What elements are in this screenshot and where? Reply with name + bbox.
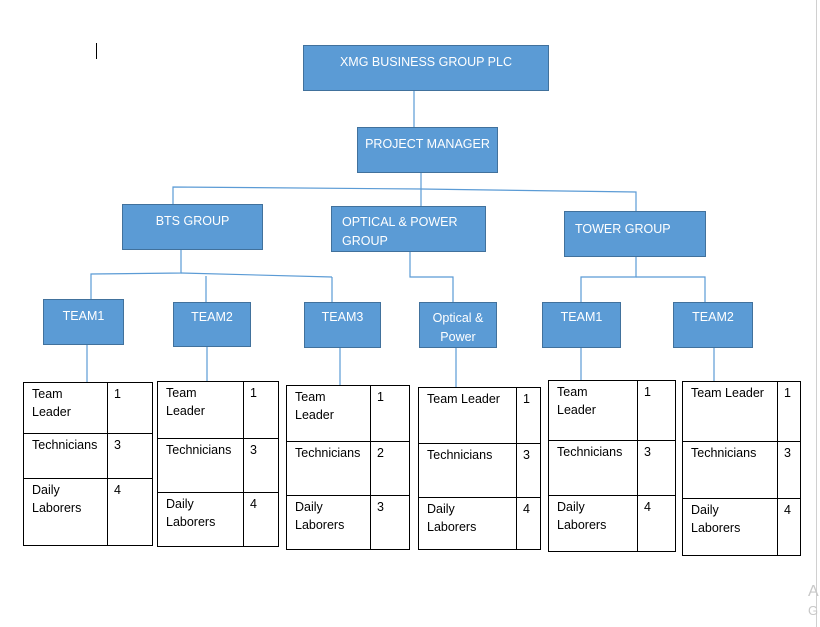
activation-watermark-sub: G xyxy=(808,603,819,618)
team1-tower-label: TEAM1 xyxy=(560,310,603,324)
row-value: 3 xyxy=(243,438,279,493)
optical-group-label-line2: GROUP xyxy=(342,234,388,248)
team2-tower-label: TEAM2 xyxy=(692,310,734,324)
row-value: 1 xyxy=(516,387,541,444)
row-label: Technicians xyxy=(157,438,244,493)
row-value: 3 xyxy=(370,495,410,550)
optical-power-group-node: OPTICAL & POWER GROUP xyxy=(331,206,486,252)
team2-bts-node: TEAM2 xyxy=(173,302,251,347)
row-value: 1 xyxy=(370,385,410,442)
activation-watermark: A xyxy=(808,583,819,600)
row-value: 3 xyxy=(516,443,541,498)
row-value: 2 xyxy=(370,441,410,496)
tower-group-label: TOWER GROUP xyxy=(575,222,671,236)
optical-team-label-line2: Power xyxy=(440,329,476,344)
row-value: 4 xyxy=(243,492,279,547)
team3-bts-label: TEAM3 xyxy=(321,310,364,324)
team2-bts-label: TEAM2 xyxy=(191,310,233,324)
optical-power-team-node: Optical & Power xyxy=(419,302,497,348)
manager-label: PROJECT MANAGER xyxy=(365,137,490,151)
text-cursor xyxy=(96,43,97,59)
root-node: XMG BUSINESS GROUP PLC xyxy=(303,45,549,91)
row-value: 3 xyxy=(637,440,676,496)
row-value: 1 xyxy=(777,381,801,442)
row-value: 3 xyxy=(107,433,153,479)
bts-group-label: BTS GROUP xyxy=(155,214,230,228)
optical-group-label-line1: OPTICAL & POWER xyxy=(342,215,458,229)
tower-group-node: TOWER GROUP xyxy=(564,211,706,257)
row-value: 4 xyxy=(777,498,801,556)
row-label: Team Leader xyxy=(418,387,517,444)
row-value: 4 xyxy=(516,497,541,550)
team3-bts-node: TEAM3 xyxy=(304,302,381,348)
row-value: 4 xyxy=(107,478,153,546)
manager-node: PROJECT MANAGER xyxy=(357,127,498,173)
team2-tower-node: TEAM2 xyxy=(673,302,753,348)
row-label: Technicians xyxy=(418,443,517,498)
row-label: Team Leader xyxy=(682,381,778,442)
optical-team-label-line1: Optical & xyxy=(432,310,484,325)
row-label: Technicians xyxy=(23,433,108,479)
row-value: 1 xyxy=(107,382,153,434)
bts-group-node: BTS GROUP xyxy=(122,204,263,250)
team1-tower-node: TEAM1 xyxy=(542,302,621,348)
row-value: 4 xyxy=(637,495,676,552)
root-label: XMG BUSINESS GROUP PLC xyxy=(339,55,513,69)
row-value: 3 xyxy=(777,441,801,499)
row-label: Technicians xyxy=(286,441,371,496)
team1-bts-node: TEAM1 xyxy=(43,299,124,345)
row-value: 1 xyxy=(243,381,279,439)
row-label: Technicians xyxy=(682,441,778,499)
team1-bts-label: TEAM1 xyxy=(62,309,105,323)
row-label: Technicians xyxy=(548,440,638,496)
row-value: 1 xyxy=(637,380,676,441)
